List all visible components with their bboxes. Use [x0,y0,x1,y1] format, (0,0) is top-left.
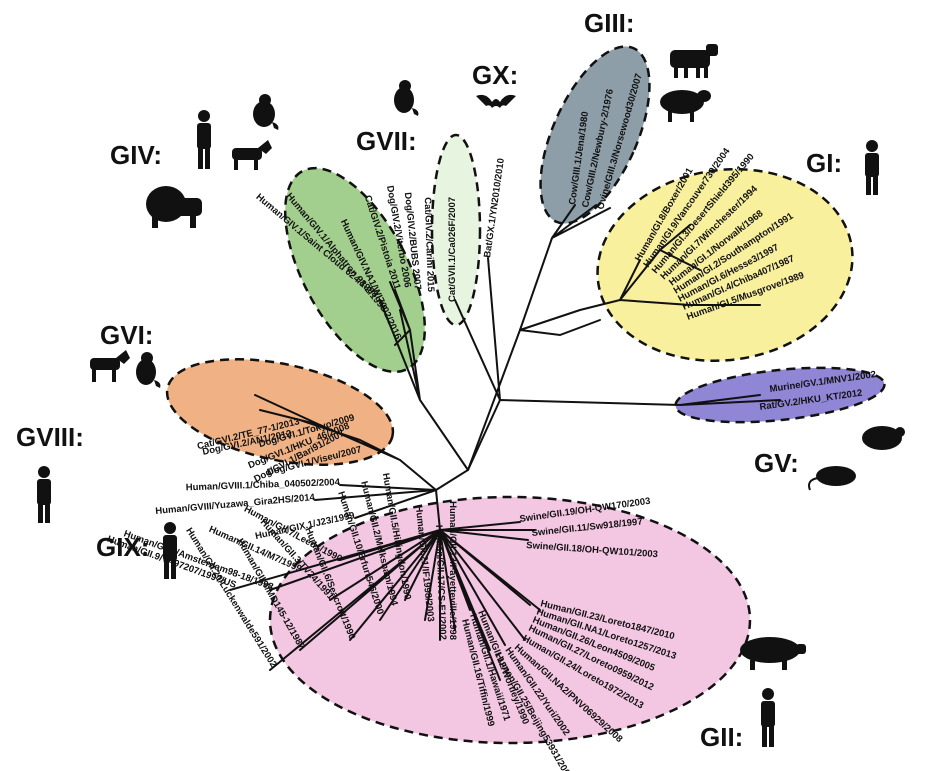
mouse-icon [809,466,856,490]
label-GVIII: GVIII: [16,422,84,452]
label-GVI: GVI: [100,320,153,350]
dog-icon [90,350,130,382]
cat-icon [394,80,418,116]
leaf-label: Cat/GIV.2/Carini 2015 [422,197,436,293]
human-icon [761,688,775,747]
leaf-label: Bat/GX.1/YN2010/2010 [482,158,507,259]
label-GIV: GIV: [110,140,162,170]
dog-icon [232,140,272,170]
human-icon [197,110,211,169]
cat-icon [253,94,278,130]
leaf-label: Human/GVIII/Yuzawa_Gira2HS/2014 [155,492,316,517]
leaf-label: Human/GVIII.1/Chiba_040502/2004 [186,477,341,493]
leaf-label: Human/GII.13/Fayetteville/1998 [447,501,458,640]
rat-icon [862,426,905,450]
pig-icon [740,637,806,670]
lion-icon [146,186,202,228]
human-icon [163,522,177,579]
human-icon [865,140,879,195]
label-GX: GX: [472,60,518,90]
human-icon [37,466,51,523]
label-GI: GI: [806,148,842,178]
leaf-label: Cat/GVII.1/Ca026F/2007 [447,197,458,302]
sheep-icon [660,90,711,122]
label-GV: GV: [754,448,799,478]
label-GII: GII: [700,722,743,752]
cow-icon [670,44,718,78]
cat-icon [136,352,160,388]
label-GIII: GIII: [584,8,635,38]
bat-icon [476,95,516,108]
label-GVII: GVII: [356,126,417,156]
